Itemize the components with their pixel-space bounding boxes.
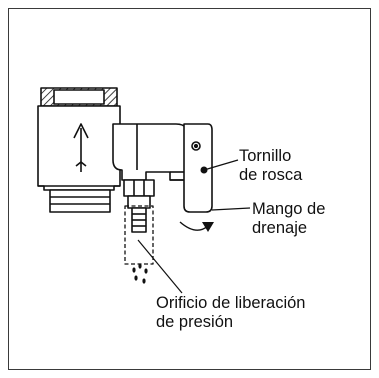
drain-nut bbox=[123, 179, 155, 209]
pressure-orifice-label: Orificio de liberación de presión bbox=[156, 294, 305, 332]
drain-handle-label-line2: drenaje bbox=[252, 219, 308, 237]
water-drops-icon bbox=[132, 263, 148, 284]
bottom-thread bbox=[49, 189, 111, 213]
threaded-screw-label-line1: Tornillo bbox=[239, 147, 292, 165]
threaded-screw-label-line2: de rosca bbox=[239, 166, 303, 184]
rotation-arrow-icon bbox=[179, 221, 214, 232]
top-nut bbox=[40, 87, 118, 107]
pressure-orifice-label-line1: Orificio de liberación bbox=[156, 294, 306, 312]
pressure-orifice-label-line2: de presión bbox=[156, 313, 234, 331]
flow-direction-arrow-icon bbox=[73, 123, 89, 172]
drain-handle-label: Mango de drenaje bbox=[252, 200, 325, 238]
valve-body-icon bbox=[37, 105, 121, 191]
drain-handle-icon bbox=[170, 123, 213, 213]
drain-handle-label-line1: Mango de bbox=[252, 200, 326, 218]
threaded-stem bbox=[131, 207, 147, 233]
threaded-screw-label: Tornillo de rosca bbox=[239, 147, 302, 185]
